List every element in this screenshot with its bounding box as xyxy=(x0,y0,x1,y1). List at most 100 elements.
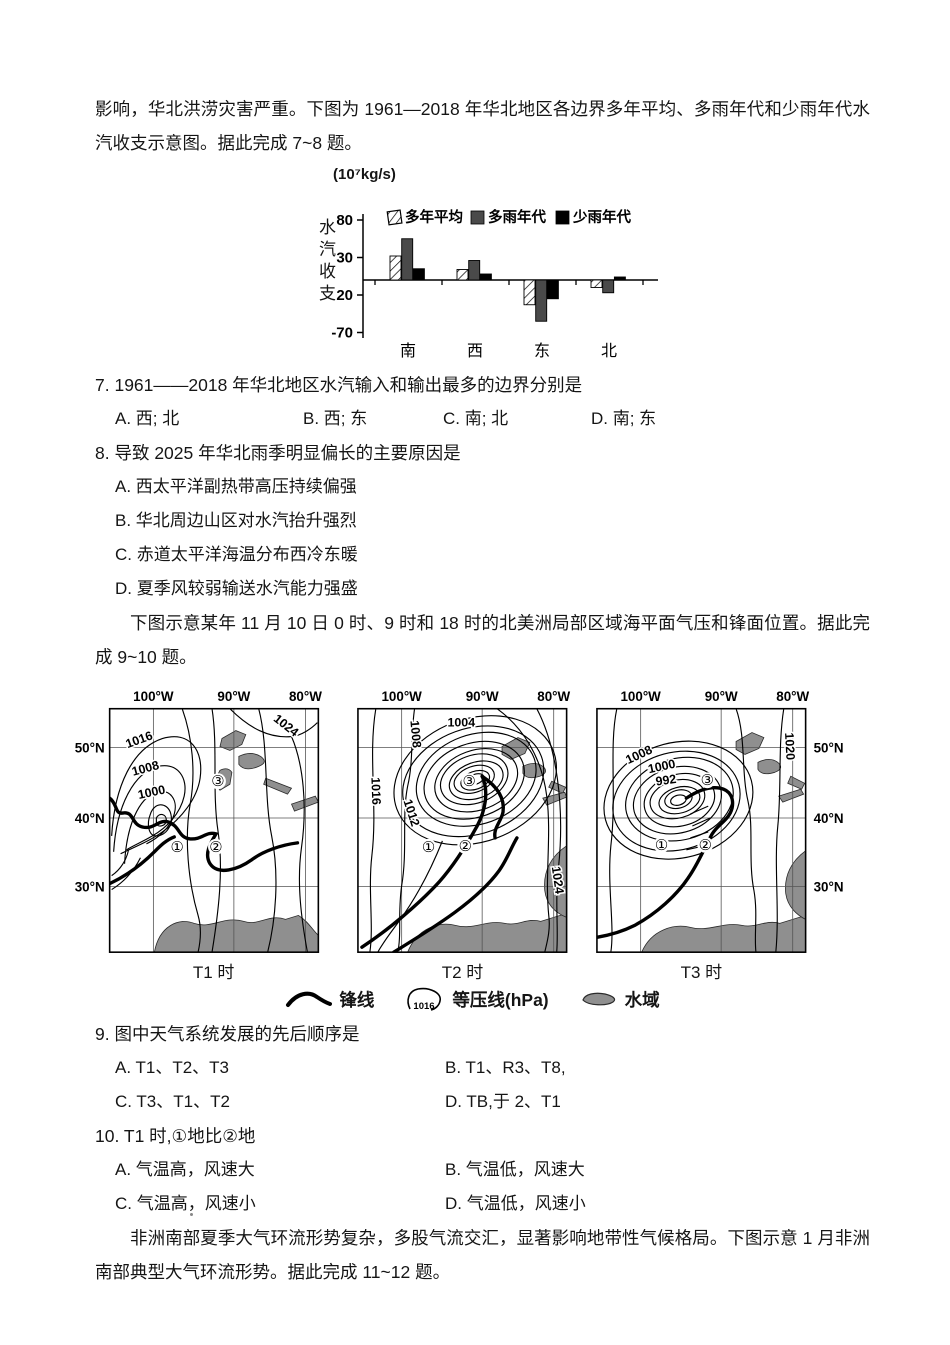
chart-y-axis-label: 水汽收支 xyxy=(316,218,335,306)
q10-option-a: A. 气温高，风速大 xyxy=(115,1160,255,1179)
svg-text:30: 30 xyxy=(336,250,353,267)
question-8-stem: 8. 导致 2025 年华北雨季明显偏长的主要原因是 xyxy=(95,443,461,463)
t3-isobars xyxy=(603,708,785,953)
question-9-stem: 9. 图中天气系统发展的先后顺序是 xyxy=(95,1024,360,1044)
intro-paragraph-1: 影响，华北洪涝灾害严重。下图为 1961—2018 年华北地区各边界多年平均、多… xyxy=(95,99,870,153)
q8-option-b: B. 华北周边山区对水汽抬升强烈 xyxy=(115,511,357,530)
t1-water-areas xyxy=(153,730,319,953)
t3-marker-3: ③ xyxy=(700,773,713,789)
t2-marker-2: ② xyxy=(459,839,472,855)
q9-options-row-1: A. T1、T2、T3 B. T1、R3、T8, xyxy=(95,1051,870,1085)
t3-marker-1: ① xyxy=(655,838,668,854)
t1-lon-90w: 90°W xyxy=(217,689,250,704)
t1-isobar-1008: 1008 xyxy=(130,758,160,779)
q10-option-c: C. 气温高，风速小 xyxy=(115,1194,256,1213)
t1-marker-1: ① xyxy=(171,840,184,856)
t3-marker-2: ② xyxy=(698,838,711,854)
q7-option-c: C. 南; 北 xyxy=(443,409,509,428)
t1-lon-80w: 80°W xyxy=(289,689,322,704)
intro-paragraph-3: 非洲南部夏季大气环流形势复杂，多股气流交汇，显著影响地带性气候格局。下图示意 1… xyxy=(95,1228,870,1282)
weather-map-t3: 100°W 90°W 80°W 50°N 40°N 30°N xyxy=(595,689,843,953)
t3-lon-80w: 80°W xyxy=(776,689,809,704)
q9-option-c: C. T3、T1、T2 xyxy=(115,1092,230,1111)
t2-isobar-1024: 1024 xyxy=(549,865,567,894)
legend-water-label: 水域 xyxy=(624,989,660,1010)
legend-front-label: 锋线 xyxy=(339,989,375,1010)
t2-graticule xyxy=(358,708,567,953)
legend-isobar: 1016 等压线(hPa) xyxy=(404,985,549,1013)
t3-graticule xyxy=(596,708,806,953)
t1-graticule xyxy=(109,708,319,953)
map-caption-t2: T2 时 xyxy=(441,963,484,982)
t1-isobar-1000: 1000 xyxy=(137,783,167,802)
q10-options-row-2: C. 气温高，风速小 D. 气温低，风速小 xyxy=(95,1187,870,1221)
question-7-options: A. 西; 北 B. 西; 东 C. 南; 北 D. 南; 东 xyxy=(95,402,870,436)
q7-option-a: A. 西; 北 xyxy=(115,409,180,428)
t1-location-markers: ① ② ③ xyxy=(169,773,226,856)
t2-isobar-1016: 1016 xyxy=(369,777,384,805)
q9-option-d: D. TB,于 2、T1 xyxy=(445,1092,561,1111)
t2-marker-1: ① xyxy=(422,840,435,856)
isobar-icon: 1016 xyxy=(407,987,442,1012)
t2-location-markers: ① ② ③ xyxy=(420,773,478,856)
t2-water-areas xyxy=(407,737,567,953)
t3-lat-40n: 40°N xyxy=(813,811,843,826)
weather-maps-row: 100°W 90°W 80°W 50°N 40°N 30°N xyxy=(55,686,870,958)
scan-artifact-dot xyxy=(190,1213,193,1216)
t3-lat-30n: 30°N xyxy=(813,880,843,895)
svg-text:80: 80 xyxy=(336,212,353,229)
q8-option-d: D. 夏季风较弱输送水汽能力强盛 xyxy=(115,579,358,598)
svg-text:南: 南 xyxy=(400,342,416,360)
weather-map-t2: 100°W 90°W 80°W xyxy=(357,689,571,953)
svg-text:西: 西 xyxy=(467,343,483,360)
legend-front: 锋线 xyxy=(285,987,374,1012)
map-caption-t1: T1 时 xyxy=(192,963,235,982)
svg-text:北: 北 xyxy=(601,342,617,360)
chart-unit-label: (10⁷kg/s) xyxy=(333,166,396,183)
t2-isobar-1004: 1004 xyxy=(448,716,476,730)
t2-isobars xyxy=(369,708,562,953)
map-legend: 锋线 1016 等压线(hPa) 水域 xyxy=(75,985,870,1013)
svg-text:东: 东 xyxy=(534,342,550,360)
t1-lat-50n: 50°N xyxy=(75,740,105,755)
t1-marker-3: ③ xyxy=(211,774,224,790)
t3-isobar-992: 992 xyxy=(654,772,677,789)
q10-options-row-1: A. 气温高，风速大 B. 气温低，风速大 xyxy=(95,1153,870,1187)
t3-lat-50n: 50°N xyxy=(813,740,843,755)
q10-option-b: B. 气温低，风速大 xyxy=(445,1160,585,1179)
intro-paragraph-2: 下图示意某年 11 月 10 日 0 时、9 时和 18 时的北美洲局部区域海平… xyxy=(95,613,870,667)
question-7-stem: 7. 1961——2018 年华北地区水汽输入和输出最多的边界分别是 xyxy=(95,375,583,395)
q8-option-a: A. 西太平洋副热带高压持续偏强 xyxy=(115,477,357,496)
map-captions-row: T1 时 T2 时 T3 时 xyxy=(55,958,870,983)
t3-isobar-1020: 1020 xyxy=(782,732,797,760)
t1-isobars xyxy=(111,708,318,953)
svg-text:多年平均: 多年平均 xyxy=(405,208,463,226)
q9-option-b: B. T1、R3、T8, xyxy=(445,1058,566,1077)
t1-lat-40n: 40°N xyxy=(75,811,105,826)
legend-water: 水域 xyxy=(579,987,660,1012)
t3-location-markers: ① ② ③ xyxy=(653,772,715,854)
t1-front-lines xyxy=(109,796,300,886)
t2-isobar-1008: 1008 xyxy=(408,720,424,749)
legend-isobar-sample: 1016 xyxy=(414,1001,435,1012)
svg-text:20: 20 xyxy=(336,287,353,304)
q7-option-d: D. 南; 东 xyxy=(591,409,657,428)
t2-front-lines xyxy=(360,774,519,953)
bar-chart-svg: 803020-70南西东北多年平均多雨年代少雨年代 xyxy=(331,208,658,360)
weather-map-t1: 100°W 90°W 80°W 50°N 40°N 30°N xyxy=(75,689,322,953)
t2-lon-90w: 90°W xyxy=(466,689,499,704)
t3-water-areas xyxy=(641,732,806,953)
front-line-icon xyxy=(286,991,333,1007)
svg-text:多雨年代: 多雨年代 xyxy=(488,208,546,226)
t3-front-lines xyxy=(596,786,735,939)
t1-marker-2: ② xyxy=(209,840,222,856)
t3-lon-90w: 90°W xyxy=(704,689,737,704)
t1-lat-30n: 30°N xyxy=(75,880,105,895)
t2-lon-100w: 100°W xyxy=(382,689,423,704)
q10-option-d: D. 气温低，风速小 xyxy=(445,1194,586,1213)
svg-text:少雨年代: 少雨年代 xyxy=(572,208,631,226)
t3-lon-100w: 100°W xyxy=(620,689,661,704)
q7-option-b: B. 西; 东 xyxy=(303,409,368,428)
